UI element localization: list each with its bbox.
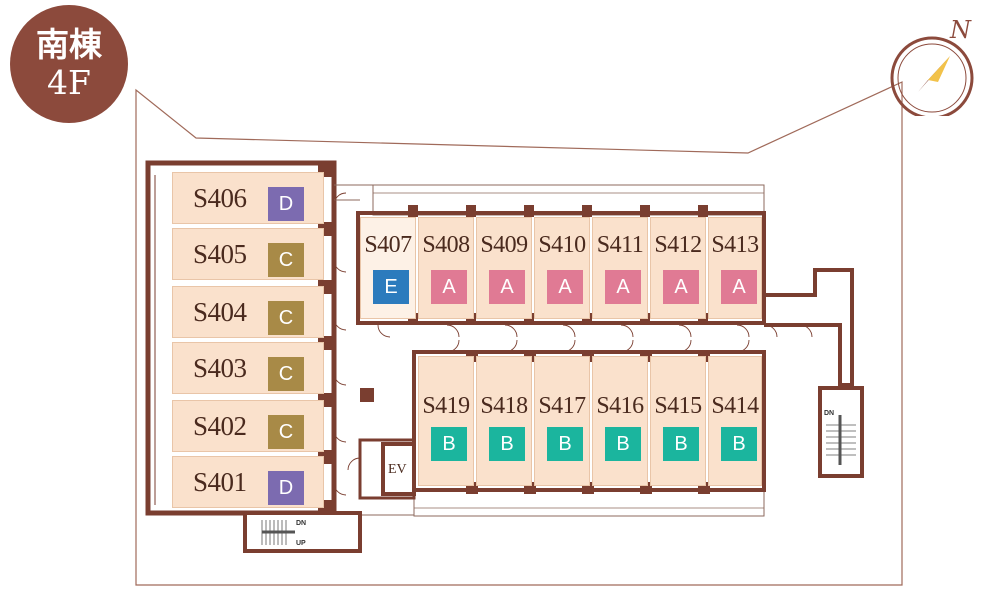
unit-s418[interactable]: S418 B — [476, 356, 532, 486]
unit-s406[interactable]: S406 D — [172, 172, 324, 224]
unit-s410[interactable]: S410 A — [534, 217, 590, 319]
unit-number: S418 — [480, 393, 528, 419]
unit-s402[interactable]: S402 C — [172, 400, 324, 452]
building-name: 南棟 — [36, 25, 102, 64]
west-wing-outline — [145, 160, 337, 516]
unit-number: S406 — [193, 183, 247, 213]
unit-number: S417 — [538, 393, 586, 419]
unit-number: S414 — [711, 393, 759, 419]
east-stair-down-label: DN — [824, 410, 835, 417]
unit-type-badge: A — [489, 270, 525, 304]
unit-number: S408 — [422, 232, 470, 258]
unit-s416[interactable]: S416 B — [592, 356, 648, 486]
unit-number: S409 — [480, 232, 528, 258]
unit-number: S415 — [654, 393, 702, 419]
elevator-label: EV — [388, 462, 407, 477]
compass: N — [888, 16, 984, 120]
unit-type-badge: A — [431, 270, 467, 304]
west-stair — [243, 511, 362, 553]
unit-s404[interactable]: S404 C — [172, 286, 324, 338]
unit-number: S419 — [422, 393, 470, 419]
west-stair-up-label: UP — [296, 540, 306, 547]
unit-type-badge: A — [663, 270, 699, 304]
east-corridor — [764, 268, 854, 387]
unit-type-badge: A — [605, 270, 641, 304]
unit-type-badge: A — [547, 270, 583, 304]
unit-s414[interactable]: S414 B — [708, 356, 762, 486]
unit-number: S404 — [193, 297, 247, 327]
unit-number: S416 — [596, 393, 644, 419]
unit-number: S401 — [193, 467, 247, 497]
unit-s407[interactable]: S407 E — [360, 217, 416, 319]
unit-number: S405 — [193, 239, 247, 269]
unit-number: S402 — [193, 411, 247, 441]
structural-column — [360, 388, 374, 402]
unit-type-badge: D — [268, 187, 304, 221]
unit-type-badge: C — [268, 243, 304, 277]
unit-number: S413 — [711, 232, 759, 258]
unit-number: S407 — [364, 232, 412, 258]
unit-number: S412 — [654, 232, 702, 258]
unit-type-badge: A — [721, 270, 757, 304]
unit-type-badge: E — [373, 270, 409, 304]
unit-type-badge: C — [268, 301, 304, 335]
unit-s411[interactable]: S411 A — [592, 217, 648, 319]
unit-s419[interactable]: S419 B — [418, 356, 474, 486]
north-row-frame — [356, 211, 766, 325]
unit-type-badge: C — [268, 415, 304, 449]
unit-s403[interactable]: S403 C — [172, 342, 324, 394]
unit-type-badge: C — [268, 357, 304, 391]
unit-type-badge: B — [663, 427, 699, 461]
unit-type-badge: D — [268, 471, 304, 505]
unit-type-badge: B — [721, 427, 757, 461]
site-boundary — [135, 81, 903, 586]
unit-s409[interactable]: S409 A — [476, 217, 532, 319]
floor-number: 4F — [47, 63, 91, 102]
unit-s401[interactable]: S401 D — [172, 456, 324, 508]
unit-s408[interactable]: S408 A — [418, 217, 474, 319]
compass-north-label: N — [950, 16, 971, 44]
unit-type-badge: B — [547, 427, 583, 461]
unit-number: S403 — [193, 353, 247, 383]
floor-badge: 南棟 4F — [10, 5, 128, 123]
unit-number: S410 — [538, 232, 586, 258]
unit-type-badge: B — [489, 427, 525, 461]
compass-rose-icon — [890, 36, 974, 120]
unit-s417[interactable]: S417 B — [534, 356, 590, 486]
unit-s405[interactable]: S405 C — [172, 228, 324, 280]
unit-type-badge: B — [605, 427, 641, 461]
unit-number: S411 — [596, 232, 644, 258]
unit-s415[interactable]: S415 B — [650, 356, 706, 486]
unit-s412[interactable]: S412 A — [650, 217, 706, 319]
unit-type-badge: B — [431, 427, 467, 461]
unit-s413[interactable]: S413 A — [708, 217, 762, 319]
west-stair-down-label: DN — [296, 520, 307, 527]
